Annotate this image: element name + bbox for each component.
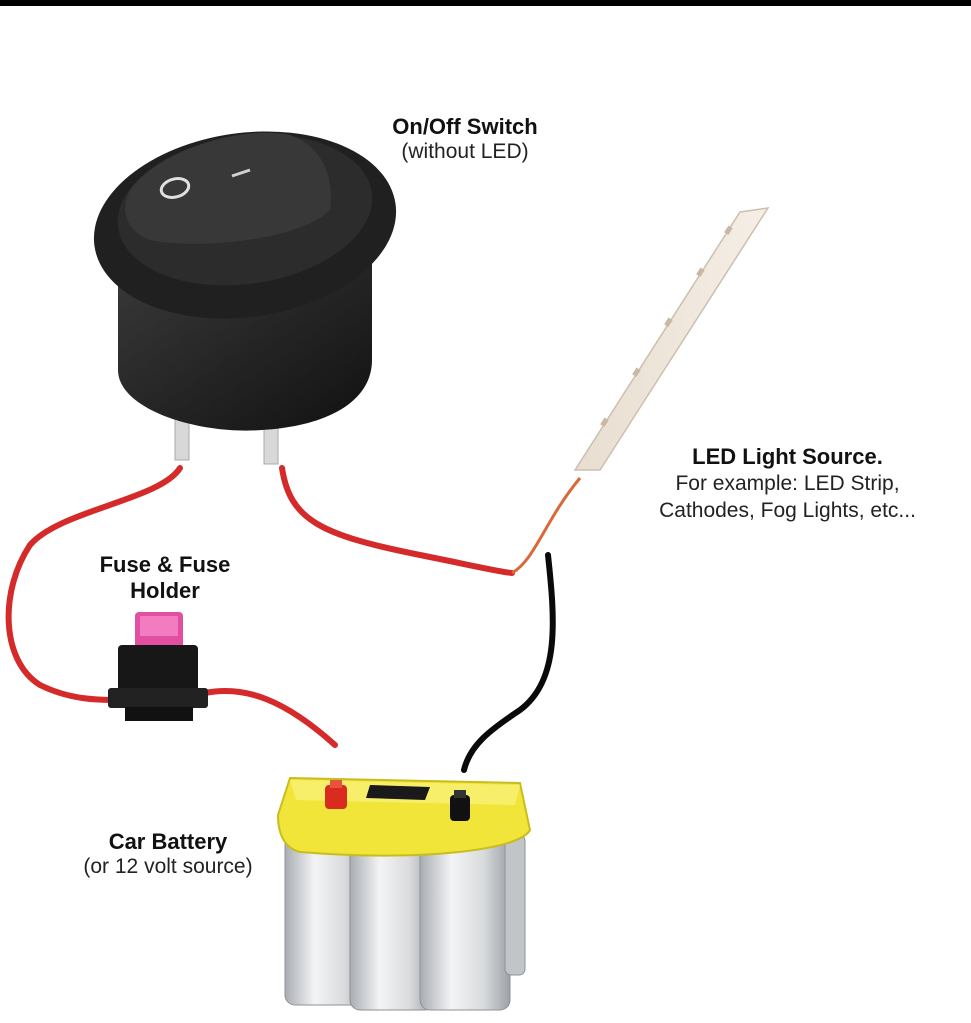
red-wire-switch-to-fuse: [5, 465, 183, 703]
fuse-title-line1: Fuse & Fuse: [99, 552, 231, 577]
switch-subtitle: (without LED): [401, 140, 529, 163]
switch-label: On/Off Switch (without LED): [360, 114, 570, 164]
red-wire-fuse-to-battery: [202, 687, 338, 748]
red-wire-switch-to-led: [279, 465, 515, 576]
battery-subtitle: (or 12 volt source): [83, 855, 253, 878]
led-strip: [573, 207, 770, 471]
rocker-switch: [93, 131, 397, 465]
wires: [5, 465, 582, 773]
switch-title: On/Off Switch: [392, 114, 538, 139]
car-battery: [276, 776, 532, 1011]
black-wire-led-to-battery: [461, 552, 556, 773]
fuse-holder: [108, 612, 208, 721]
led-label: LED Light Source. For example: LED Strip…: [615, 444, 960, 524]
battery-title: Car Battery: [108, 829, 228, 854]
led-subtitle-line2: Cathodes, Fog Lights, etc...: [659, 499, 916, 522]
fuse-title-line2: Holder: [130, 578, 200, 603]
led-title: LED Light Source.: [692, 444, 883, 469]
led-subtitle-line1: For example: LED Strip,: [675, 472, 900, 495]
top-border: [0, 0, 971, 6]
fuse-label: Fuse & Fuse Holder: [70, 552, 260, 604]
red-wire-led-lead: [511, 477, 582, 575]
battery-label: Car Battery (or 12 volt source): [48, 829, 288, 879]
